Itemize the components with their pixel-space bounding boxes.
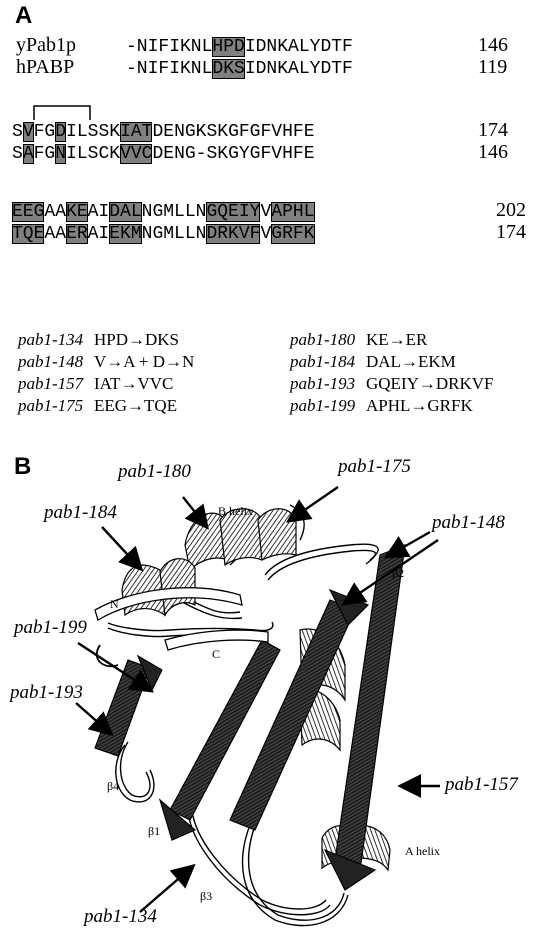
a-helix-label: A helix xyxy=(405,844,440,858)
callout-pab1-157: pab1-157 xyxy=(443,774,519,795)
callout-pab1-199: pab1-199 xyxy=(12,617,87,638)
callout-pab1-180: pab1-180 xyxy=(116,461,191,482)
b-helix-label: B helix xyxy=(218,504,253,518)
n-terminus-label: N xyxy=(110,597,119,611)
beta3-label: β3 xyxy=(200,889,212,903)
callout-pab1-148: pab1-148 xyxy=(430,512,505,533)
callout-pab1-193: pab1-193 xyxy=(8,682,83,703)
termini-ribbons xyxy=(95,588,268,650)
beta1-label: β1 xyxy=(148,824,160,838)
c-terminus-label: C xyxy=(212,647,220,661)
callout-pab1-184: pab1-184 xyxy=(42,502,117,523)
callout-pab1-175: pab1-175 xyxy=(336,456,411,477)
beta4-label: β4 xyxy=(107,779,119,793)
callout-pab1-134: pab1-134 xyxy=(82,906,157,927)
